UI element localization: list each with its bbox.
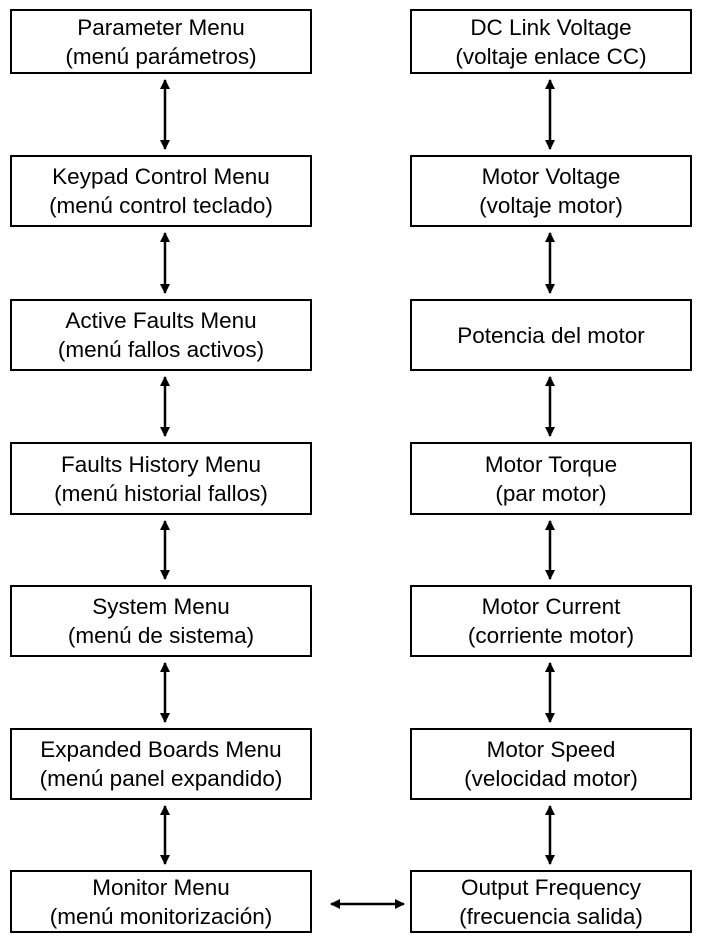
box-title: Active Faults Menu bbox=[65, 308, 257, 333]
active-faults-menu-box: Active Faults Menu (menú fallos activos) bbox=[10, 299, 312, 371]
box-title: Potencia del motor bbox=[457, 322, 645, 348]
box-title: System Menu bbox=[92, 594, 230, 619]
box-subtitle: (menú monitorización) bbox=[49, 903, 273, 929]
box-title: Faults History Menu bbox=[60, 451, 262, 477]
box-subtitle: (frecuencia salida) bbox=[459, 903, 643, 929]
box-title: Keypad Control Menu bbox=[52, 164, 270, 189]
box-title: Motor Speed bbox=[486, 737, 616, 762]
box-subtitle: (par motor) bbox=[495, 480, 607, 506]
box-subtitle: (menú historial fallos) bbox=[54, 480, 268, 506]
box-subtitle: (velocidad motor) bbox=[464, 766, 638, 791]
box-subtitle: (menú de sistema) bbox=[67, 623, 255, 648]
motor-torque-box: Motor Torque (par motor) bbox=[410, 442, 692, 515]
motor-power-box: Potencia del motor bbox=[410, 299, 692, 371]
motor-voltage-box: Motor Voltage (voltaje motor) bbox=[410, 155, 692, 227]
box-subtitle: (menú fallos activos) bbox=[57, 337, 265, 362]
box-subtitle: (menú parámetros) bbox=[65, 43, 257, 69]
output-frequency-box: Output Frequency (frecuencia salida) bbox=[410, 870, 692, 933]
dc-link-voltage-box: DC Link Voltage (voltaje enlace CC) bbox=[410, 9, 692, 74]
box-title: Expanded Boards Menu bbox=[40, 737, 282, 762]
parameter-menu-box: Parameter Menu (menú parámetros) bbox=[10, 9, 312, 74]
monitor-menu-box: Monitor Menu (menú monitorización) bbox=[10, 870, 312, 933]
keypad-control-menu-box: Keypad Control Menu (menú control teclad… bbox=[10, 155, 312, 227]
expanded-boards-menu-box: Expanded Boards Menu (menú panel expandi… bbox=[10, 728, 312, 800]
faults-history-menu-box: Faults History Menu (menú historial fall… bbox=[10, 442, 312, 515]
box-subtitle: (menú panel expandido) bbox=[39, 766, 283, 791]
box-subtitle: (voltaje enlace CC) bbox=[455, 43, 647, 69]
system-menu-box: System Menu (menú de sistema) bbox=[10, 585, 312, 657]
motor-current-box: Motor Current (corriente motor) bbox=[410, 585, 692, 657]
box-subtitle: (corriente motor) bbox=[467, 623, 635, 648]
box-title: Parameter Menu bbox=[77, 14, 245, 40]
box-title: Monitor Menu bbox=[92, 874, 230, 900]
box-subtitle: (voltaje motor) bbox=[479, 193, 623, 218]
box-title: Output Frequency bbox=[460, 874, 642, 900]
box-title: DC Link Voltage bbox=[470, 14, 632, 40]
box-title: Motor Torque bbox=[484, 451, 618, 477]
motor-speed-box: Motor Speed (velocidad motor) bbox=[410, 728, 692, 800]
box-subtitle: (menú control teclado) bbox=[49, 193, 273, 218]
box-title: Motor Current bbox=[481, 594, 621, 619]
box-title: Motor Voltage bbox=[481, 164, 621, 189]
